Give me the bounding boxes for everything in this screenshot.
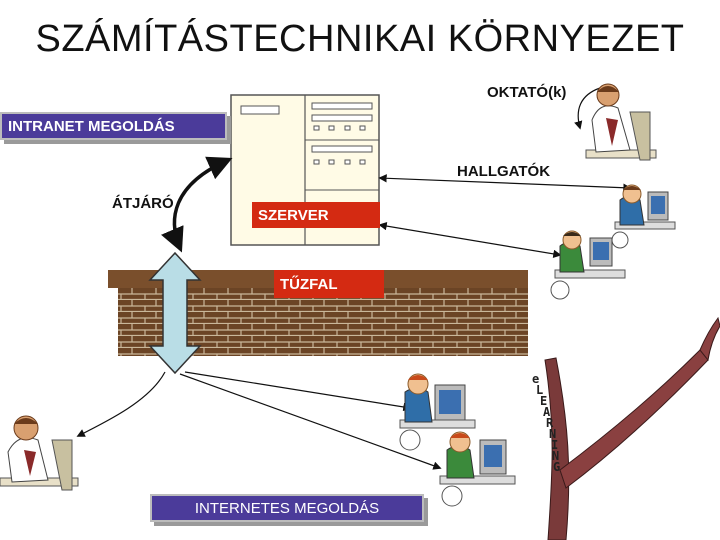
student-at-computer-icon-2 — [550, 230, 626, 300]
intranet-label: INTRANET MEGOLDÁS — [8, 117, 175, 135]
internet-label: INTERNETES MEGOLDÁS — [194, 499, 380, 517]
elearning-letter: L — [536, 383, 544, 397]
server-box: SZERVER — [252, 202, 380, 228]
intranet-link-arrow — [161, 156, 233, 253]
student-at-computer-icon-4 — [439, 431, 516, 507]
elearning-letter: e — [532, 372, 540, 386]
student-at-computer-icon-3 — [399, 373, 476, 451]
student-at-computer-icon — [611, 184, 676, 249]
teacher-icon — [585, 83, 657, 161]
intranet-box: INTRANET MEGOLDÁS — [0, 112, 227, 140]
students-label: HALLGATÓK — [457, 163, 551, 180]
teacher-label: OKTATÓ(k) — [487, 84, 567, 101]
page-title: SZÁMÍTÁSTECHNIKAI KÖRNYEZET — [35, 18, 685, 60]
elearning-letter: I — [551, 438, 559, 452]
elearning-letter: G — [553, 460, 561, 474]
teacher-icon-2 — [0, 415, 79, 491]
firewall-label: TŰZFAL — [280, 275, 338, 293]
gateway-label: ÁTJÁRÓ — [112, 195, 174, 212]
server-label: SZERVER — [258, 206, 329, 224]
internet-teacher-arrow — [76, 371, 166, 437]
student2-link-arrow — [378, 221, 562, 259]
elearning-letter: R — [546, 416, 554, 430]
internet-student2-arrow — [179, 373, 442, 470]
tree-branch-icon — [544, 316, 720, 540]
elearning-letter: N — [549, 427, 557, 441]
elearning-letter: E — [540, 394, 548, 408]
internet-student-arrow — [184, 371, 412, 412]
firewall-box: TŰZFAL — [274, 270, 384, 298]
teacher-link-arrow — [574, 87, 601, 130]
gateway-arrow — [148, 251, 202, 375]
elearning-letter: N — [552, 449, 560, 463]
internet-box: INTERNETES MEGOLDÁS — [150, 494, 424, 522]
elearning-letter: A — [543, 405, 551, 419]
student-link-arrow — [378, 174, 632, 192]
